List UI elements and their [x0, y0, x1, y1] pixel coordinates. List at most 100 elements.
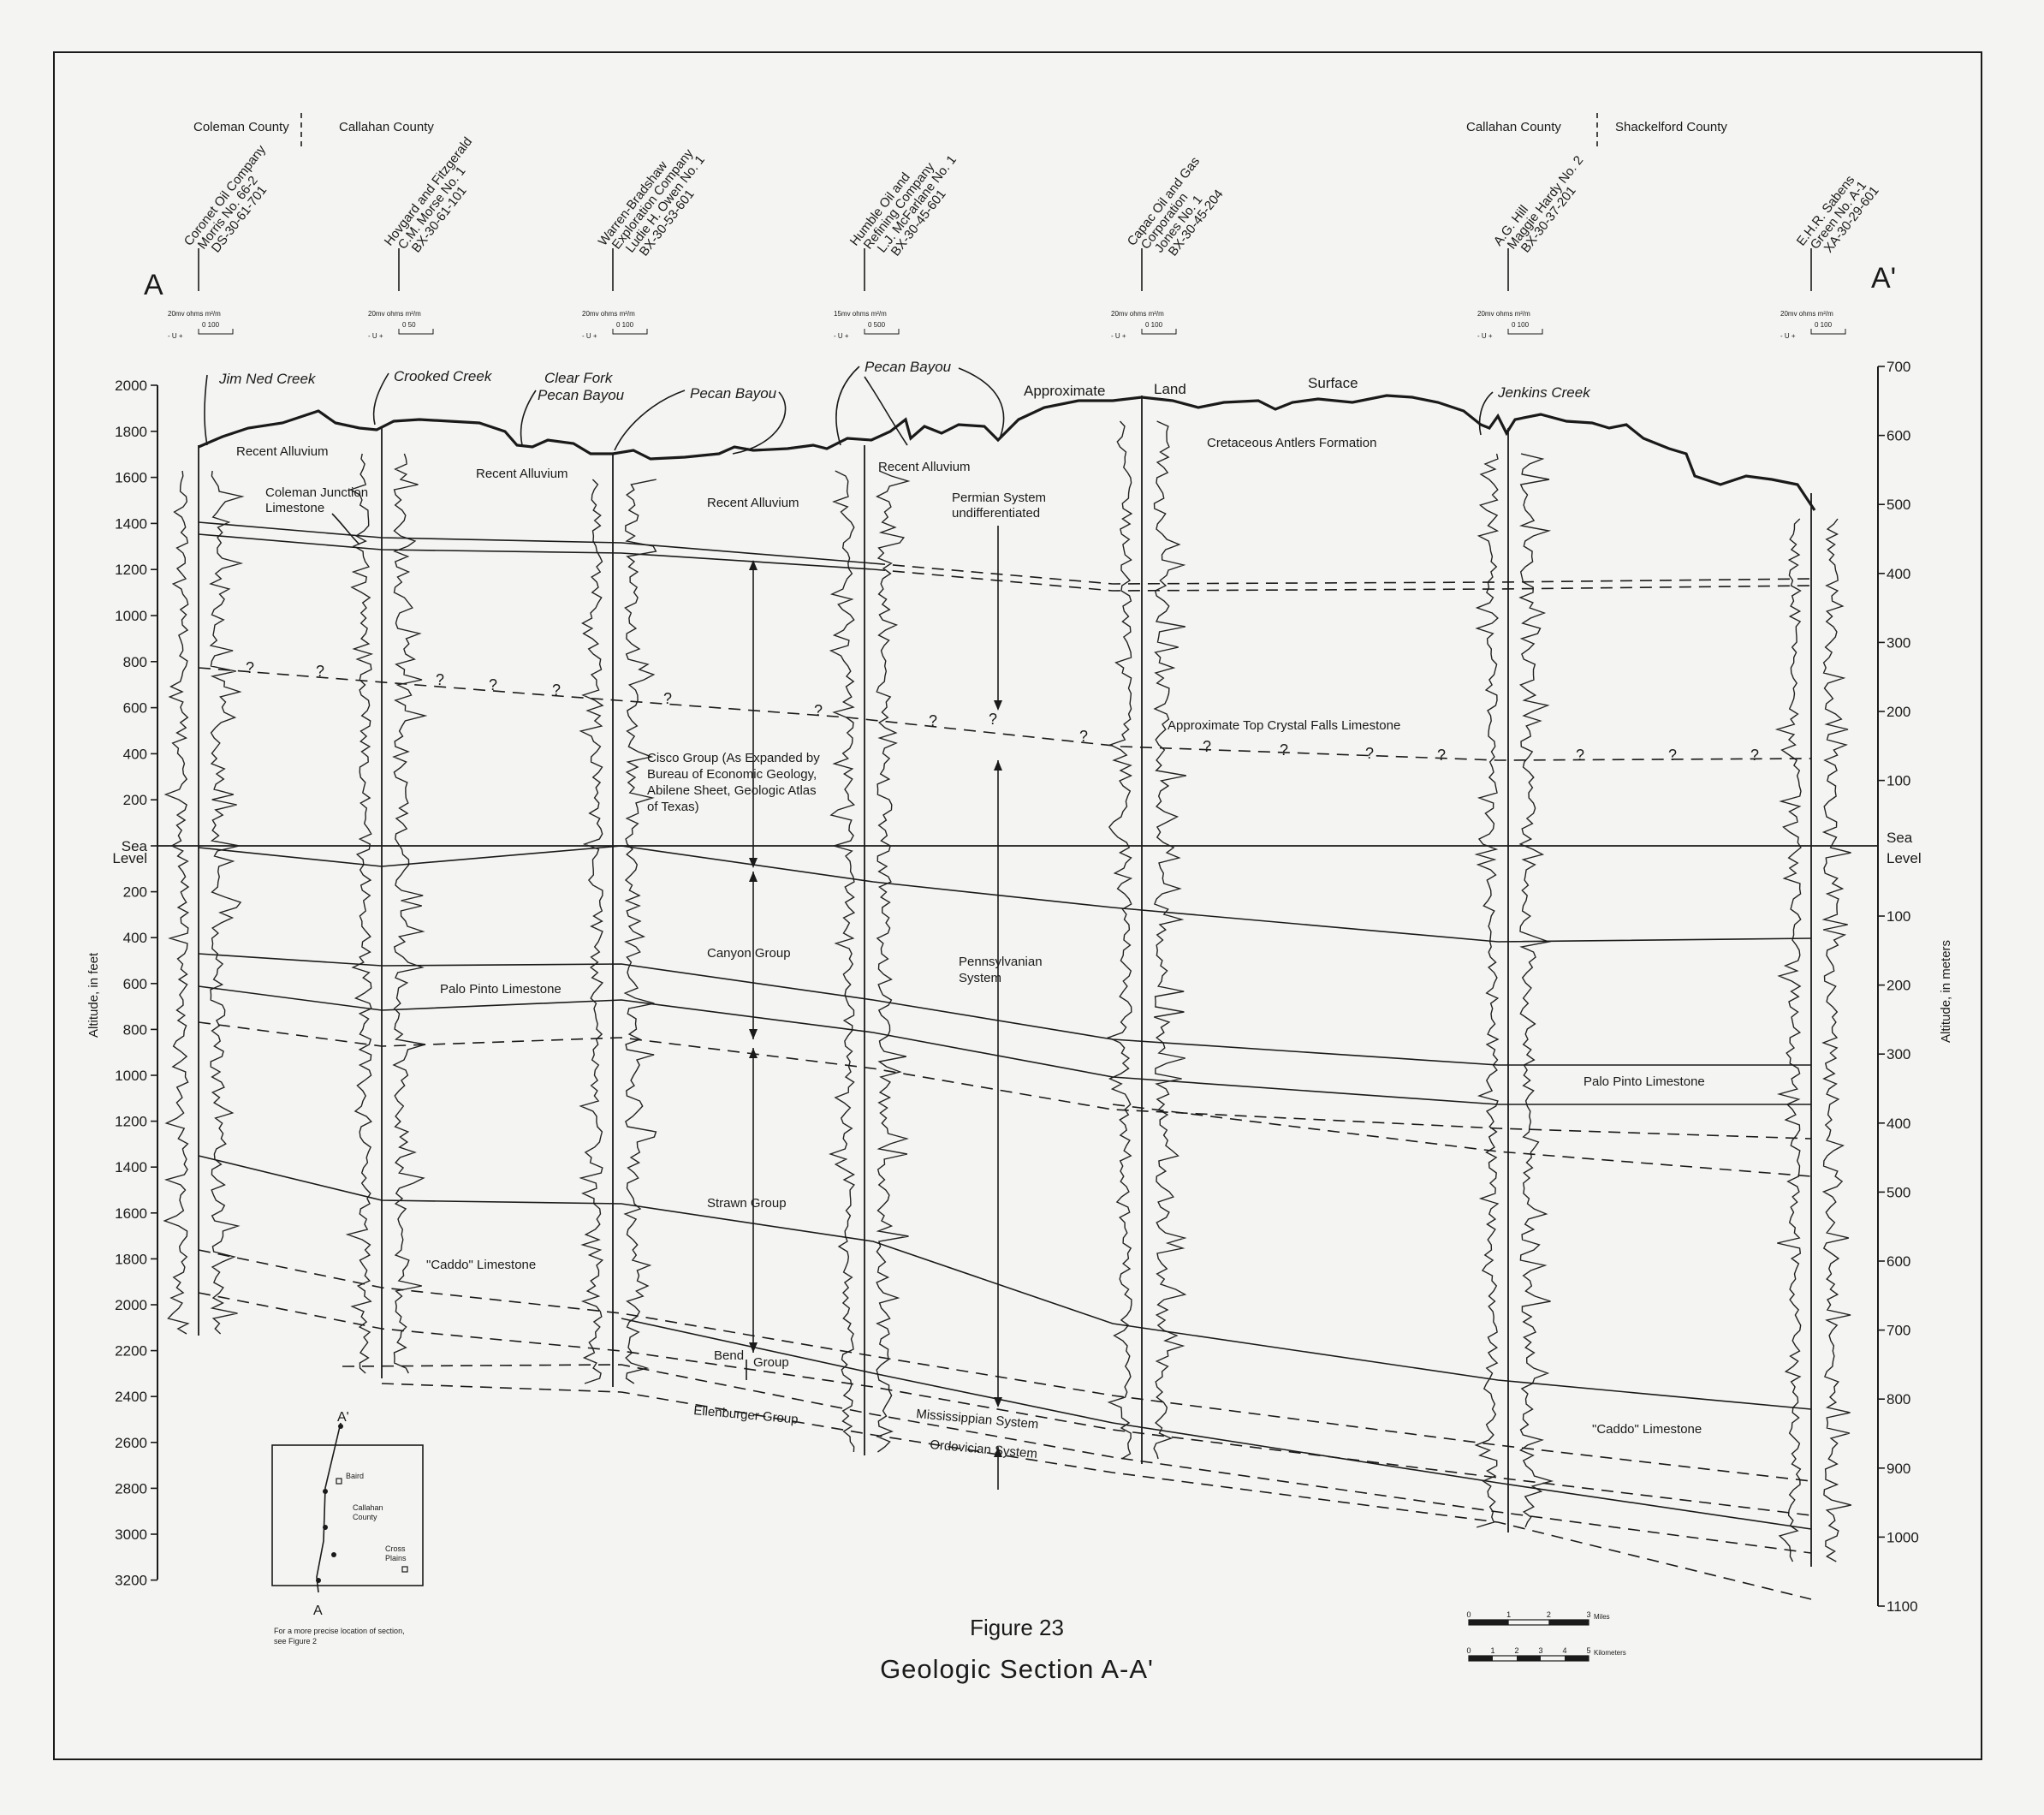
question-mark-13: ? [1365, 745, 1374, 762]
inset-note-2: see Figure 2 [274, 1637, 317, 1645]
well-log-7 [1774, 493, 1852, 1567]
question-mark-9: ? [989, 711, 997, 728]
label-bend-2: Group [753, 1355, 789, 1370]
well-7-scale-values: 0 100 [1815, 321, 1833, 329]
label-caddo-1: "Caddo" Limestone [426, 1258, 536, 1272]
label-pennsylvanian-1: Pennsylvanian [959, 955, 1043, 969]
miles-tick-0: 0 [1466, 1610, 1471, 1619]
well-4-scale-units: 15mv ohms m²/m [834, 310, 887, 318]
label-jenkins-creek: Jenkins Creek [1497, 384, 1591, 401]
figure-number: Figure 23 [970, 1615, 1064, 1640]
canyon-strawn-boundary [198, 1155, 1812, 1410]
km-tick-3: 3 [1538, 1646, 1542, 1655]
coleman-junction-top [198, 521, 874, 564]
right-tick-above-6: 100 [1887, 773, 1910, 789]
label-permian-1: Permian System [952, 491, 1046, 505]
right-axis-label: Altitude, in meters [1939, 940, 1953, 1043]
leader-pecan-1a [614, 390, 686, 451]
leader-jim-ned [204, 374, 208, 446]
label-ellenburger: Ellenburger Group [693, 1403, 799, 1427]
question-mark-10: ? [1079, 728, 1088, 745]
left-tick-9: 200 [123, 792, 147, 808]
label-ordovician: Ordovician System [930, 1437, 1038, 1461]
bend-base-dashed [342, 1364, 1812, 1554]
well-2-scale-sign: - U + [368, 332, 383, 340]
km-tick-4: 4 [1562, 1646, 1566, 1655]
right-tick-below-1: 200 [1887, 978, 1910, 994]
km-tick-0: 0 [1466, 1646, 1471, 1655]
right-tick-above-3: 400 [1887, 566, 1910, 582]
question-mark-4: ? [489, 676, 497, 693]
miles-tick-2: 2 [1547, 1610, 1551, 1619]
label-permian-2: undifferentiated [952, 506, 1040, 521]
formation-boundaries [198, 521, 1812, 1600]
section-end-label: A' [1871, 262, 1896, 295]
well-3-scale-units: 20mv ohms m²/m [582, 310, 635, 318]
label-cisco-1: Cisco Group (As Expanded by [647, 751, 820, 765]
left-tick-6: 800 [123, 654, 147, 670]
km-tick-5: 5 [1586, 1646, 1590, 1655]
well-log-3 [579, 454, 657, 1387]
well-log-1 [163, 445, 245, 1336]
right-tick-above-2: 500 [1887, 497, 1910, 513]
km-tick-2: 2 [1514, 1646, 1518, 1655]
label-pecan-bayou-2: Pecan Bayou [865, 359, 952, 375]
label-mississippian: Mississippian System [916, 1407, 1039, 1431]
label-cisco-4: of Texas) [647, 800, 699, 814]
left-tick-21: 2200 [115, 1343, 147, 1360]
question-mark-12: ? [1280, 741, 1288, 759]
right-axis: 700600500400300200100SeaLevel10020030040… [1877, 359, 1953, 1615]
label-recent-alluvium-2: Recent Alluvium [476, 467, 568, 481]
question-mark-1: ? [246, 659, 254, 676]
leader-clear-fork [520, 390, 537, 446]
figure-title: Geologic Section A-A' [880, 1654, 1154, 1684]
left-tick-2: 1600 [115, 470, 147, 486]
strawn-upper-dashed [1112, 1104, 1812, 1177]
label-crystal-falls: Approximate Top Crystal Falls Limestone [1168, 718, 1400, 733]
palo-pinto-top [198, 953, 1811, 1066]
inset-a: A [313, 1604, 323, 1618]
land-surface-line [198, 394, 1816, 511]
label-bend-1: Bend [714, 1348, 744, 1363]
label-recent-alluvium-3: Recent Alluvium [707, 496, 799, 510]
right-tick-below-2: 300 [1887, 1046, 1910, 1062]
label-coleman-junction-1: Coleman Junction [265, 485, 368, 500]
right-tick-below-6: 700 [1887, 1323, 1910, 1339]
inset-baird: Baird [346, 1472, 364, 1480]
well-6-scale-units: 20mv ohms m²/m [1477, 310, 1530, 318]
right-tick-above-4: 300 [1887, 634, 1910, 651]
label-crooked-creek: Crooked Creek [394, 368, 493, 384]
well-1-scale-values: 0 100 [202, 321, 220, 329]
question-mark-3: ? [436, 671, 444, 688]
right-tick-level: Level [1887, 850, 1922, 866]
label-clear-fork-2: Pecan Bayou [538, 387, 625, 403]
question-mark-6: ? [663, 690, 672, 707]
leader-pecan-2a [835, 366, 860, 446]
question-mark-11: ? [1203, 738, 1211, 755]
right-tick-below-3: 400 [1887, 1116, 1910, 1132]
label-jim-ned-creek: Jim Ned Creek [218, 371, 317, 387]
leader-pecan-2b [864, 376, 908, 446]
coleman-junction-base [198, 533, 874, 570]
left-tick-15: 1000 [115, 1068, 147, 1084]
right-tick-below-0: 100 [1887, 908, 1910, 925]
inset-county-2: County [353, 1513, 377, 1521]
coleman-junction-top-projected [872, 562, 1812, 585]
well-3-scale-sign: - U + [582, 332, 597, 340]
right-tick-below-8: 900 [1887, 1461, 1910, 1477]
well-logs [163, 396, 1852, 1567]
label-palo-pinto-2: Palo Pinto Limestone [1584, 1074, 1705, 1089]
well-log-4 [829, 445, 911, 1455]
question-mark-14: ? [1437, 747, 1446, 764]
label-clear-fork-1: Clear Fork [544, 370, 614, 386]
left-tick-11: 200 [123, 884, 147, 901]
left-tick-3: 1400 [115, 515, 147, 532]
extent-arrows [746, 526, 1002, 1490]
